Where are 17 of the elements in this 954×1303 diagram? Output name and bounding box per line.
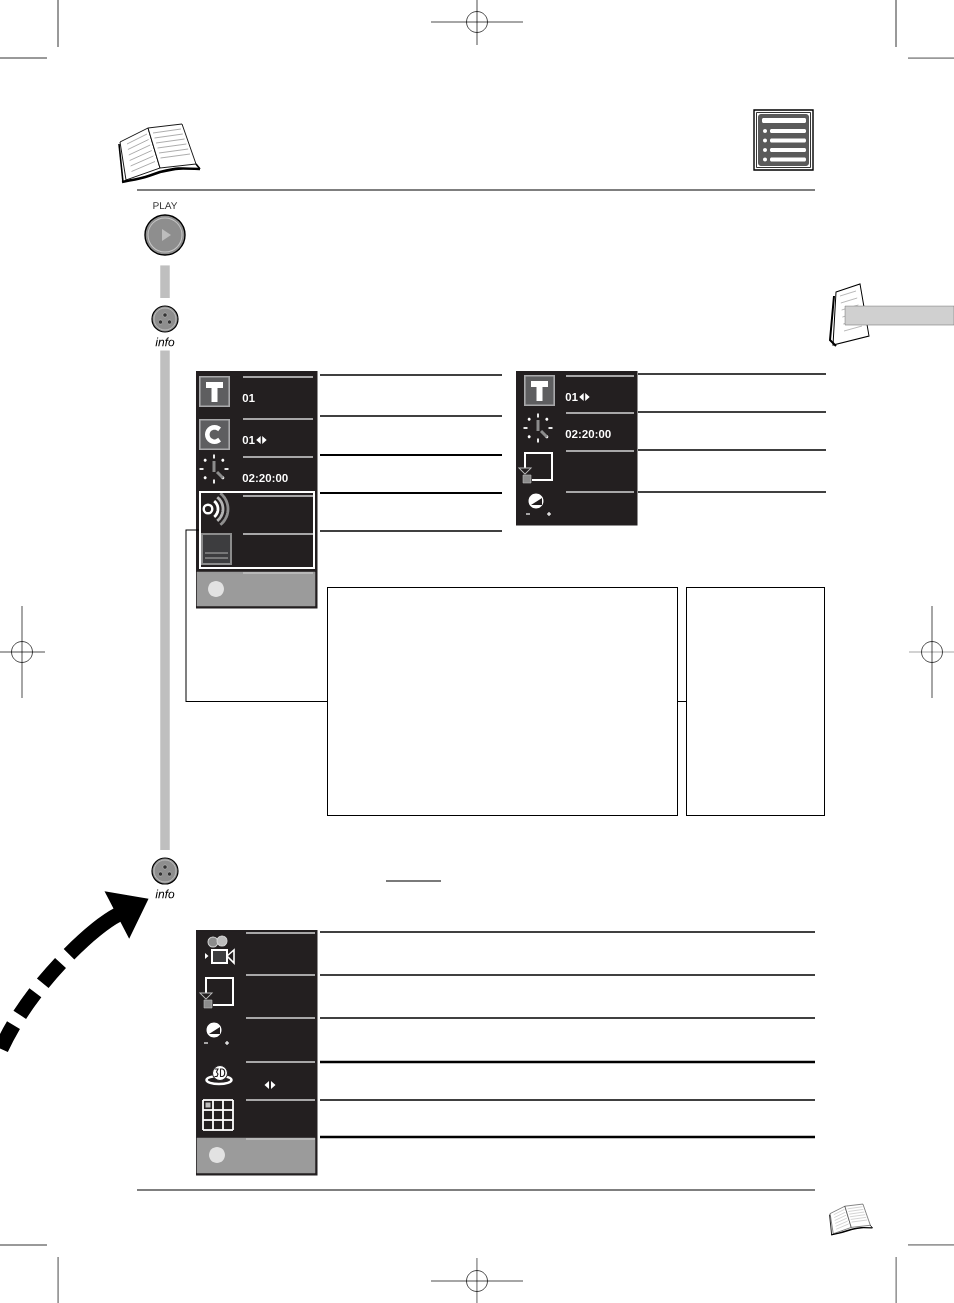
elapsed-time: 02:20:00 xyxy=(242,473,288,483)
title-number: 01 xyxy=(242,393,255,403)
node-label: PLAY xyxy=(153,202,178,210)
title-number: 01 xyxy=(565,392,578,402)
frame-box xyxy=(327,587,678,816)
play-button: PLAY xyxy=(144,202,186,256)
connector-line xyxy=(677,701,687,702)
info-button: info xyxy=(151,305,179,347)
frame-box xyxy=(686,587,825,816)
node-label: info xyxy=(155,889,175,899)
chapter-number: 01 xyxy=(242,435,255,445)
elapsed-time: 02:20:00 xyxy=(565,429,611,439)
connector-line xyxy=(185,529,328,702)
timeline-bar xyxy=(160,265,170,298)
node-label: info xyxy=(155,337,175,347)
info-button: info xyxy=(151,857,179,899)
timeline-bar xyxy=(160,350,170,850)
